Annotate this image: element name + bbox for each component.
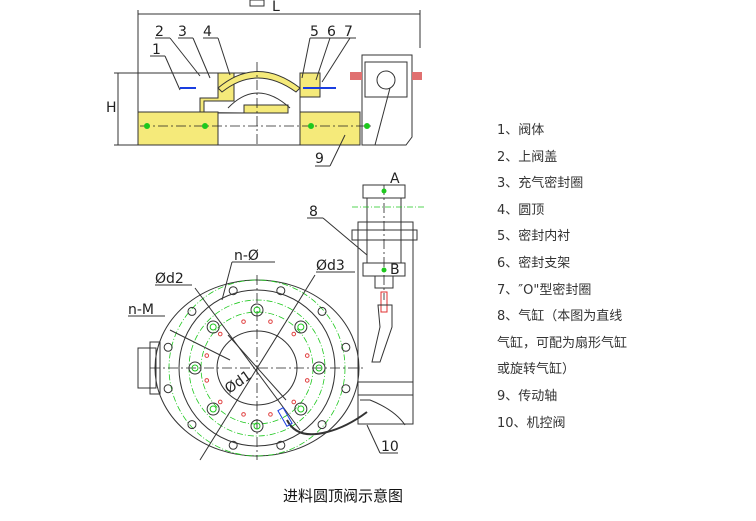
- legend-item: 3、充气密封圈: [497, 176, 584, 192]
- parts-legend: 1、阀体 2、上阀盖 3、充气密封圈 4、圆顶 5、密封内衬 6、密封支架 7、…: [497, 118, 627, 437]
- threaded-hole: [217, 399, 223, 405]
- port-label-b: B: [390, 262, 400, 278]
- legend-item: 4、圆顶: [497, 202, 545, 218]
- bolt-hole: [206, 402, 220, 416]
- bolt-hole-center: [209, 405, 217, 413]
- legend-item: 6、密封支架: [497, 255, 571, 271]
- bolt-hole: [188, 361, 202, 375]
- legend-item: 8、气缸（本图为直线: [497, 309, 623, 325]
- flange-hole: [187, 306, 197, 316]
- part-label-6: 6: [327, 24, 336, 40]
- part-label-10: 10: [381, 439, 399, 455]
- dimension-n-phi-label: n-Ø: [234, 248, 259, 264]
- part-label-9: 9: [315, 151, 324, 167]
- cylinder-bracket: [357, 221, 414, 425]
- dimension-l-label: L: [272, 0, 280, 15]
- legend-item: 或旋转气缸）: [497, 362, 576, 378]
- part-label-4: 4: [203, 24, 212, 40]
- flange-hole: [187, 420, 197, 430]
- dome: [217, 71, 301, 93]
- flange-hole: [228, 286, 238, 296]
- part-label-1: 1: [152, 42, 161, 58]
- threaded-hole: [204, 353, 210, 358]
- flange-hole: [163, 384, 173, 394]
- threaded-hole: [204, 378, 210, 383]
- bolt-hole: [250, 303, 264, 317]
- dimension-d1-label: Ød1: [222, 368, 255, 398]
- part-label-3: 3: [178, 24, 187, 40]
- flange-hole: [341, 384, 351, 394]
- bolt-hole: [250, 419, 264, 433]
- part-label-2: 2: [155, 24, 164, 40]
- plan-view: A B 8 10 Ød2 n-Ø Ød3 n-M Ød1: [128, 171, 425, 461]
- threaded-hole: [291, 331, 297, 337]
- dimension-d3-label: Ød3: [316, 258, 345, 274]
- legend-item: 10、机控阀: [497, 415, 566, 431]
- flange-hole: [276, 440, 286, 450]
- bolt-hole: [294, 320, 308, 334]
- threaded-hole: [304, 353, 310, 358]
- figure-caption: 进料圆顶阀示意图: [283, 487, 404, 505]
- part-label-7: 7: [344, 24, 353, 40]
- bolt-hole-center: [209, 323, 217, 331]
- legend-item: 1、阀体: [497, 123, 545, 138]
- bolt-hole-center: [297, 323, 305, 331]
- flange-hole: [317, 420, 327, 430]
- part-label-8: 8: [309, 204, 318, 220]
- legend-item: 9、传动轴: [497, 388, 558, 404]
- flange-hole: [163, 342, 173, 352]
- bolt-hole-center: [191, 364, 199, 372]
- bolt-hole-center: [315, 364, 323, 372]
- valve-body-left: [137, 72, 289, 114]
- dimension-d2-label: Ød2: [155, 271, 184, 287]
- flange-hole: [317, 306, 327, 316]
- flange-hole: [228, 440, 238, 450]
- port-label-a: A: [390, 171, 400, 187]
- legend-item: 2、上阀盖: [497, 149, 558, 165]
- bolt-hole-center: [253, 306, 261, 314]
- threaded-hole: [291, 399, 297, 405]
- actuator-housing: [361, 54, 413, 146]
- legend-item: 7、″O"型密封圈: [497, 282, 592, 298]
- bolt-hole-center: [253, 422, 261, 430]
- flange-hole: [276, 286, 286, 296]
- bolt-hole: [294, 402, 308, 416]
- dimension-h-label: H: [106, 100, 117, 116]
- threaded-hole: [241, 412, 246, 417]
- part-label-5: 5: [310, 24, 319, 40]
- legend-item: 5、密封内衬: [497, 229, 571, 245]
- bolt-hole-center: [297, 405, 305, 413]
- dimension-n-m-label: n-M: [128, 302, 154, 318]
- threaded-hole: [304, 378, 310, 383]
- threaded-hole: [241, 319, 246, 324]
- section-view: L H: [106, 0, 422, 167]
- threaded-hole: [217, 331, 223, 337]
- bolt-hole: [312, 361, 326, 375]
- flange-hole: [341, 342, 351, 352]
- legend-item: 气缸，可配为扇形气缸: [497, 335, 628, 351]
- threaded-hole: [268, 412, 273, 417]
- threaded-hole: [268, 319, 273, 324]
- bolt-hole: [206, 320, 220, 334]
